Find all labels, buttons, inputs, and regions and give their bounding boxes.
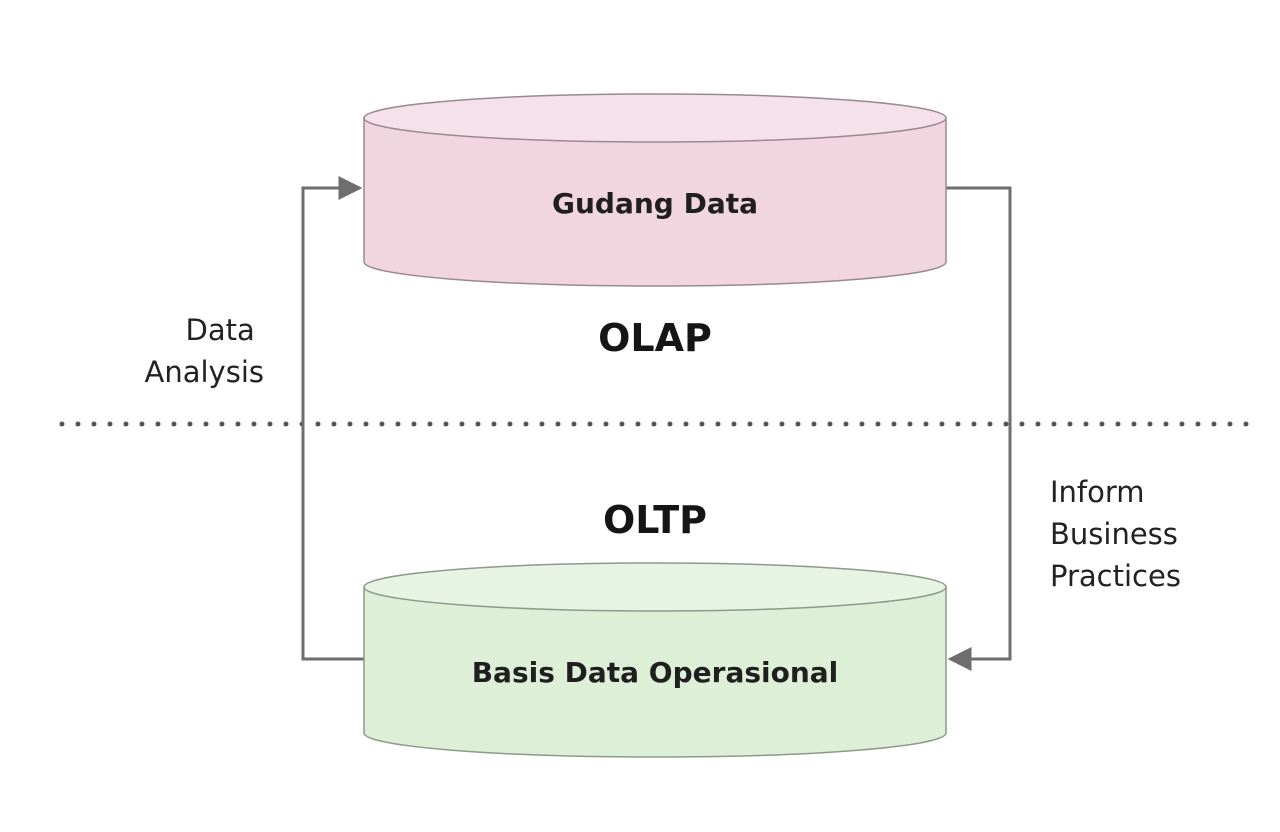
inform-business-arrow xyxy=(946,186,1012,671)
data-analysis-label-line-2: Analysis xyxy=(145,355,264,389)
oltp-label: OLTP xyxy=(603,498,707,542)
gudang-data-cylinder-top xyxy=(363,93,947,143)
basis-data-operasional-label: Basis Data Operasional xyxy=(472,656,839,689)
inform-business-practices-label: Inform Business Practices xyxy=(1050,475,1187,593)
data-analysis-arrow xyxy=(301,176,365,661)
data-analysis-label: Data Analysis xyxy=(145,313,264,389)
basis-data-cylinder-body xyxy=(363,586,947,758)
inform-business-label-line-3: Practices xyxy=(1050,559,1181,593)
gudang-data-label: Gudang Data xyxy=(552,187,758,220)
gudang-data-cylinder: Gudang Data xyxy=(363,93,947,287)
basis-data-operasional-cylinder: Basis Data Operasional xyxy=(363,562,947,758)
gudang-data-cylinder-body xyxy=(363,117,947,287)
inform-business-label-line-2: Business xyxy=(1050,517,1178,551)
data-analysis-label-line-1: Data xyxy=(186,313,255,347)
basis-data-cylinder-top xyxy=(363,562,947,612)
inform-business-label-line-1: Inform xyxy=(1050,475,1145,509)
olap-label: OLAP xyxy=(598,316,712,360)
